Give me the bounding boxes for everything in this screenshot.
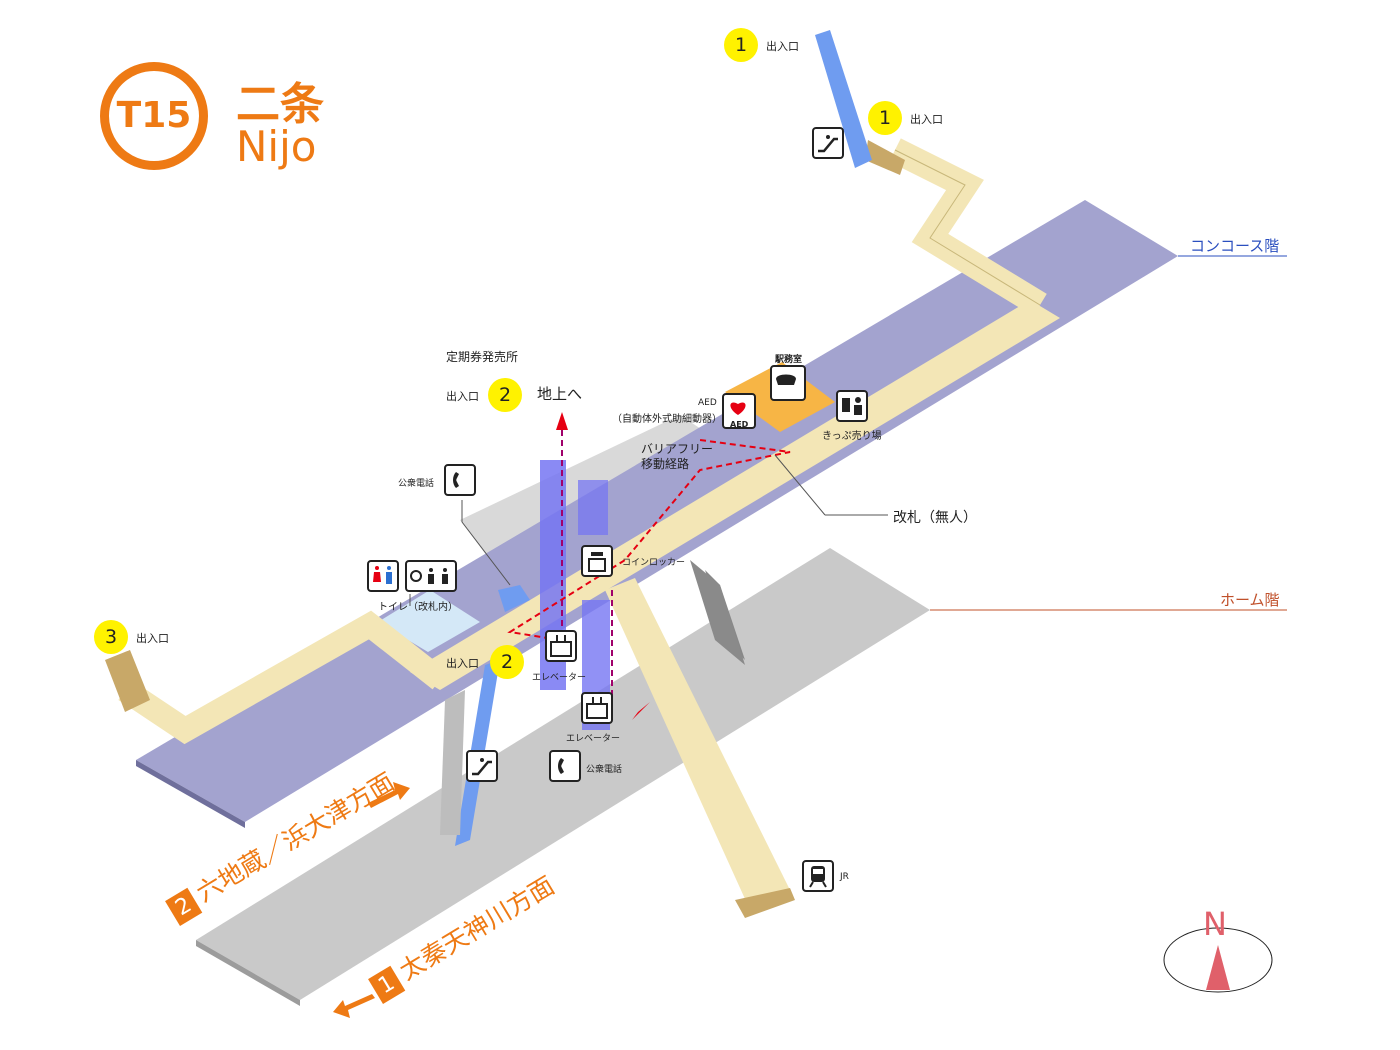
barrier-free-label-2: 移動経路 bbox=[641, 457, 690, 471]
train-icon bbox=[802, 860, 834, 892]
walkway-exit3 bbox=[118, 610, 448, 745]
aed-full-label: （自動体外式助細動器） bbox=[612, 414, 722, 425]
ticket-sales-label: きっぷ売り場 bbox=[822, 431, 882, 442]
exit3-marker[interactable]: 3 bbox=[94, 620, 128, 654]
barrier-free-route bbox=[507, 439, 791, 641]
platform-edge bbox=[196, 940, 300, 1006]
station-office-label: 駅務室 bbox=[775, 355, 803, 365]
coin-locker-icon bbox=[581, 545, 613, 577]
phone-icon bbox=[549, 750, 581, 782]
toilet-label: トイレ（改札内） bbox=[378, 602, 458, 613]
jr-label: JR bbox=[840, 872, 849, 882]
exit3-label: 出入口 bbox=[136, 632, 169, 645]
toilet-icon bbox=[367, 560, 399, 592]
concourse-level-label: コンコース階 bbox=[1190, 237, 1280, 255]
to-ground-label: 地上へ bbox=[537, 385, 583, 403]
compass-ellipse bbox=[1163, 927, 1273, 993]
barrier-free-label-1: バリアフリー bbox=[641, 442, 714, 456]
station-number-badge: T15 bbox=[100, 62, 208, 170]
exit2-mid-label: 出入口 bbox=[446, 657, 479, 670]
public-phone-bottom-label: 公衆電話 bbox=[586, 765, 623, 775]
walkway-jr bbox=[605, 578, 790, 910]
coin-locker-label: コインロッカー bbox=[622, 558, 686, 568]
aed-icon bbox=[722, 393, 756, 429]
exit1-stair bbox=[865, 140, 905, 175]
exit2-mid-marker[interactable]: 2 bbox=[490, 645, 524, 679]
commuter-pass-office-label: 定期券発売所 bbox=[446, 350, 519, 364]
concourse-edge bbox=[136, 760, 245, 828]
compass-needle bbox=[1206, 945, 1230, 990]
escalator-exit1 bbox=[815, 30, 872, 168]
exit3-stair bbox=[105, 650, 150, 712]
elevator-label-2: エレベーター bbox=[566, 734, 621, 744]
arrow-dir2 bbox=[368, 782, 410, 808]
station-office-icon bbox=[770, 365, 806, 401]
platform-stair-right bbox=[690, 560, 745, 665]
accessible-icon bbox=[405, 560, 457, 592]
exit1-top-label: 出入口 bbox=[766, 40, 799, 53]
escalator-toilet-side bbox=[498, 585, 530, 612]
exit1-right-label: 出入口 bbox=[910, 113, 943, 126]
ticket-machine-icon bbox=[836, 390, 868, 422]
public-phone-top-label: 公衆電話 bbox=[398, 479, 435, 489]
station-name-jp: 二条 bbox=[236, 79, 324, 130]
platform-level-label: ホーム階 bbox=[1220, 591, 1280, 609]
arrow-to-ground bbox=[556, 412, 568, 430]
exit2-top-label: 出入口 bbox=[446, 390, 479, 403]
arrow-platform bbox=[632, 702, 650, 720]
elevator-shaft-2 bbox=[578, 480, 608, 535]
escalator-icon bbox=[812, 127, 844, 159]
gate-callout bbox=[774, 454, 826, 516]
elevator-label-1: エレベーター bbox=[532, 673, 587, 683]
aed-icon-text: AED bbox=[730, 420, 749, 429]
exit2-top-marker[interactable]: 2 bbox=[488, 378, 522, 412]
concourse-floor bbox=[136, 200, 1178, 822]
exit1-top-marker[interactable]: 1 bbox=[724, 28, 758, 62]
exit1-right-marker[interactable]: 1 bbox=[868, 101, 902, 135]
escalator-icon bbox=[466, 750, 498, 782]
jr-stair bbox=[735, 888, 795, 918]
aed-label: AED bbox=[698, 398, 717, 408]
elevator-icon bbox=[581, 692, 613, 724]
walkway-exit1-outline bbox=[894, 149, 1041, 306]
elevator-icon bbox=[545, 630, 577, 662]
phone-icon bbox=[444, 464, 476, 496]
phone-callout-2 bbox=[461, 521, 511, 586]
ticket-gate-label: 改札（無人） bbox=[893, 510, 977, 526]
escalator-platform-stair bbox=[440, 690, 465, 835]
compass-n-label: N bbox=[1203, 905, 1227, 943]
station-name-en: Nijo bbox=[236, 122, 317, 171]
arrow-dir1 bbox=[333, 994, 375, 1018]
